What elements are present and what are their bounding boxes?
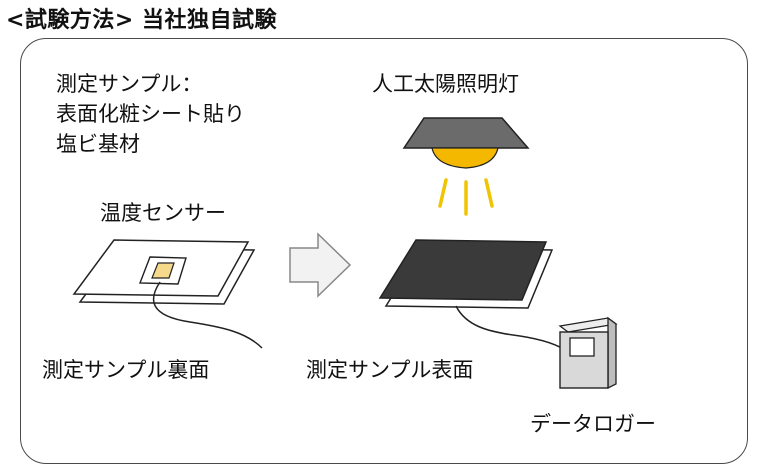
data-logger-label: データロガー [530, 412, 656, 436]
sample-desc-line1: 測定サンプル： [56, 72, 203, 96]
sample-desc-line3: 塩ビ基材 [56, 132, 140, 156]
arrow-icon [289, 232, 352, 298]
light-rays [438, 178, 494, 216]
lamp-icon [402, 117, 530, 169]
sample-desc-line2: 表面化粧シート貼り [56, 102, 245, 126]
sample-back-label: 測定サンプル裏面 [42, 358, 210, 382]
sample-front-label: 測定サンプル表面 [306, 358, 474, 382]
sensor-cable [152, 281, 263, 349]
diagram-frame [20, 38, 748, 464]
temp-sensor-icon [138, 256, 187, 285]
sample-front-plate [378, 239, 554, 309]
logger-cable [455, 305, 569, 353]
page-title: <試験方法> 当社独自試験 [6, 8, 278, 33]
temp-sensor-label: 温度センサー [100, 201, 226, 225]
lamp-label: 人工太陽照明灯 [372, 72, 519, 96]
data-logger-icon [558, 316, 618, 390]
